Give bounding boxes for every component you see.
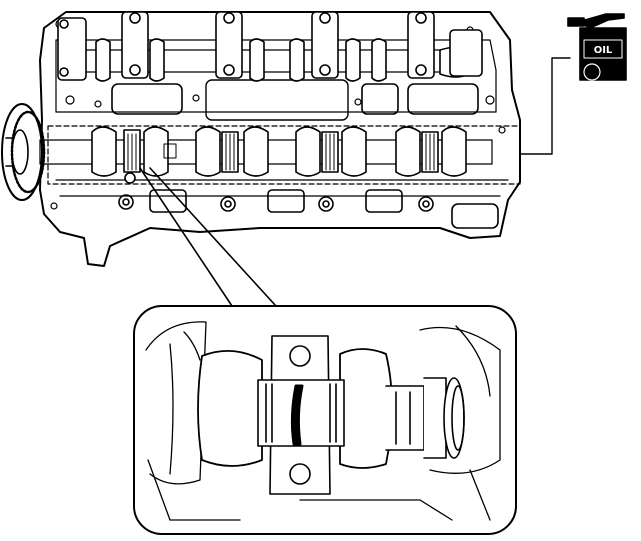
detail-shaft (385, 377, 465, 459)
exhaust-bearing-caps (57, 11, 483, 81)
oil-label: OIL (594, 45, 613, 56)
detail-cam-lobe-right (339, 348, 393, 469)
exhaust-camshaft (57, 11, 483, 82)
detail-paint-mark (290, 384, 304, 446)
detail-casting (145, 321, 501, 521)
detail-journal (257, 379, 345, 447)
oil-can-icon: OIL (567, 13, 627, 81)
detail-view (133, 305, 517, 535)
detail-cam-lobe-left (197, 349, 263, 467)
camshaft-sprocket (1, 103, 46, 201)
intake-camshaft (39, 126, 493, 184)
lower-bosses (118, 189, 499, 229)
intake-journal-marks (127, 133, 435, 171)
oil-leader-line (519, 57, 571, 155)
callout-leader (139, 167, 277, 307)
highlight-box (47, 125, 521, 185)
